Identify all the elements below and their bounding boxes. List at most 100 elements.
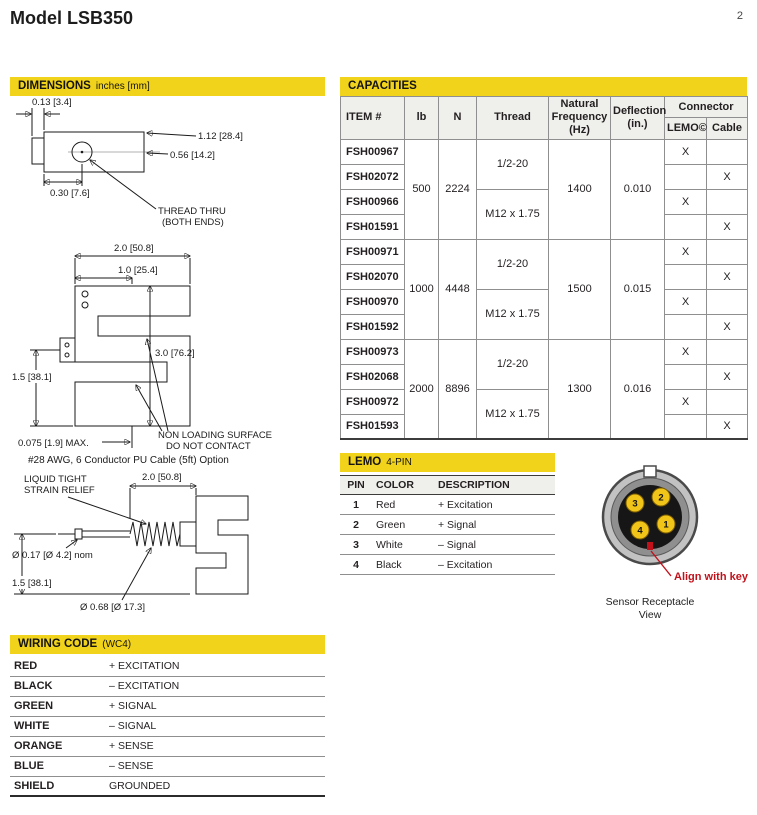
lemo-mark: X — [664, 138, 707, 165]
align-leader-line — [650, 550, 672, 577]
s-beam-side-outline — [58, 495, 249, 595]
dimensions-header-label: DIMENSIONS — [18, 80, 91, 92]
dimension-drawing-cable-option: LIQUID TIGHT STRAIN RELIEF 2.0 [50.8] — [10, 472, 249, 613]
dim-label: 1.12 [28.4] — [198, 131, 243, 142]
dim-label: 1.5 [38.1] — [12, 578, 52, 589]
lemo-header-label: LEMO — [348, 456, 382, 469]
col-header-thread: Thread — [476, 96, 549, 140]
page-title: Model LSB350 — [10, 8, 134, 28]
lemo-mark: X — [664, 238, 707, 265]
dim-tab-thickness: 0.13 [3.4] — [16, 97, 72, 136]
s-beam-front-outline — [59, 285, 191, 427]
right-column: CAPACITIES ITEM # lb N Thread Natural Fr… — [340, 77, 749, 797]
dim-label: 3.0 [76.2] — [155, 348, 195, 359]
table-header-row: ITEM # lb N Thread Natural Frequency (Hz… — [340, 95, 748, 140]
wiring-section-header: WIRING CODE (WC4) — [10, 635, 325, 654]
table-row: GREEN+ SIGNAL — [10, 696, 325, 717]
lemo-receptacle-diagram: 3 2 4 1 — [601, 465, 749, 621]
dimensions-header-units: inches [mm] — [95, 81, 150, 92]
table-header-row: PIN COLOR DESCRIPTION — [340, 475, 555, 496]
item-number: FSH02072 — [340, 163, 405, 190]
non-loading-surface-note: NON LOADING SURFACE DO NOT CONTACT — [136, 339, 272, 452]
table-row: FSH00970 M12 x 1.75 X — [340, 288, 748, 340]
dim-body-width: 1.12 [28.4] — [147, 131, 243, 142]
cable-mark: X — [706, 313, 748, 340]
wire-color: BLACK — [10, 676, 105, 697]
dim-label: 0.075 [1.9] MAX. — [18, 438, 89, 449]
cable-mark — [706, 388, 748, 415]
note-line: (BOTH ENDS) — [162, 217, 224, 228]
table-row: FSH02070 X — [340, 263, 748, 290]
col-header-lb: lb — [404, 96, 439, 140]
wire-function: – EXCITATION — [105, 676, 325, 697]
item-number: FSH00970 — [340, 288, 405, 315]
pin-number: 4 — [340, 554, 372, 576]
lemo-header-suffix: 4-PIN — [386, 457, 412, 469]
table-row: BLUE– SENSE — [10, 756, 325, 777]
pin-2: 2 — [651, 487, 671, 507]
capacities-section-header: CAPACITIES — [340, 77, 747, 96]
note-line: NON LOADING SURFACE — [158, 430, 272, 441]
item-number: FSH01593 — [340, 413, 405, 440]
table-row: FSH00973 2000 8896 1/2-20 1300 0.016 X — [340, 338, 748, 440]
wire-color: RED — [10, 656, 105, 677]
wire-function: GROUNDED — [105, 776, 325, 797]
key-mark — [647, 542, 653, 551]
table-row: FSH00972 M12 x 1.75 X — [340, 388, 748, 440]
table-row: ORANGE+ SENSE — [10, 736, 325, 757]
receptacle-caption-line1: Sensor Receptacle — [606, 596, 695, 608]
dim-hole-offset: 0.56 [14.2] — [147, 150, 215, 161]
dim-label: 0.13 [3.4] — [32, 97, 72, 108]
item-number: FSH02068 — [340, 363, 405, 390]
dimensions-section-header: DIMENSIONS inches [mm] — [10, 77, 325, 96]
lemo-mark: X — [664, 338, 707, 365]
col-header-deflection: Deflection (in.) — [610, 96, 666, 140]
capacity-lb: 1000 — [404, 238, 439, 340]
wiring-header-label: WIRING CODE — [18, 638, 98, 650]
col-header-cable: Cable — [706, 117, 748, 140]
wire-function: – SIGNAL — [105, 716, 325, 737]
pin-2-label: 2 — [658, 493, 663, 504]
wire-function: + SIGNAL — [105, 696, 325, 717]
strain-relief-label: LIQUID TIGHT STRAIN RELIEF — [24, 474, 146, 524]
wiring-header-suffix: (WC4) — [102, 639, 132, 650]
pin-number: 1 — [340, 494, 372, 516]
receptacle-diagram-block: 3 2 4 1 — [555, 453, 755, 625]
item-number: FSH00967 — [340, 138, 405, 165]
pin-color: Green — [372, 514, 434, 536]
load-cell-top-view-outline — [31, 131, 160, 173]
wire-color: ORANGE — [10, 736, 105, 757]
dim-relief-diameter: Ø 0.68 [Ø 17.3] — [80, 548, 151, 613]
cable-mark — [706, 138, 748, 165]
capacity-n: 2224 — [438, 138, 477, 240]
item-number: FSH00971 — [340, 238, 405, 265]
pin-color: Red — [372, 494, 434, 516]
dim-label: 2.0 [50.8] — [142, 472, 182, 483]
wire-color: WHITE — [10, 716, 105, 737]
natural-frequency: 1400 — [548, 138, 611, 240]
align-with-key-note: Align with key — [674, 571, 749, 583]
pin-color: White — [372, 534, 434, 556]
pin-4-label: 4 — [637, 526, 643, 537]
thread-spec: M12 x 1.75 — [476, 188, 549, 240]
cable-mark: X — [706, 413, 748, 440]
table-row: FSH00971 1000 4448 1/2-20 1500 0.015 X — [340, 238, 748, 340]
pin-4: 4 — [630, 520, 650, 540]
datasheet-page: Model LSB350 2 DIMENSIONS inches [mm] 0.… — [10, 8, 749, 797]
deflection-value: 0.010 — [610, 138, 665, 240]
thread-spec: M12 x 1.75 — [476, 388, 549, 440]
thread-spec: 1/2-20 — [476, 138, 549, 190]
pin-description: + Excitation — [434, 494, 555, 516]
cable-mark — [706, 338, 748, 365]
cable-mark: X — [706, 163, 748, 190]
item-number: FSH01592 — [340, 313, 405, 340]
item-number: FSH00973 — [340, 338, 405, 365]
left-column: DIMENSIONS inches [mm] 0.13 [3.4] — [10, 77, 325, 797]
capacities-header-label: CAPACITIES — [348, 80, 417, 92]
capacity-lb: 2000 — [404, 338, 439, 440]
col-header-lemo: LEMO© — [664, 117, 707, 140]
